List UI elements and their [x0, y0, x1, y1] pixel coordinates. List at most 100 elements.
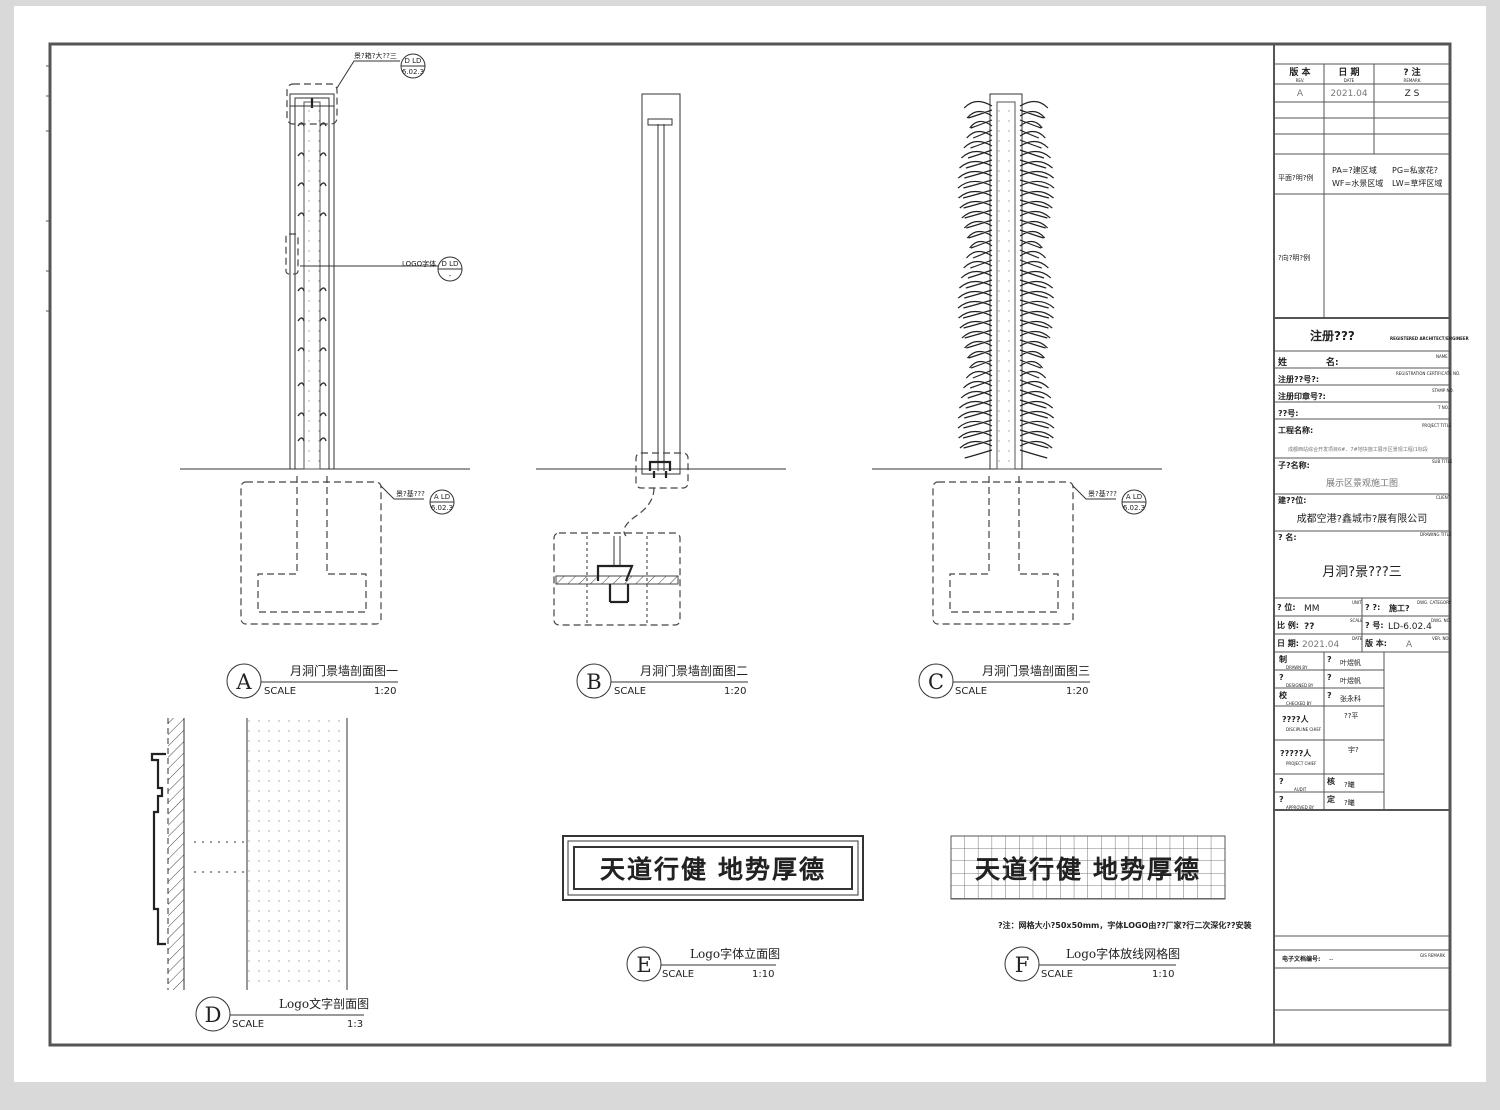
svg-text:日 期:: 日 期:	[1277, 638, 1299, 648]
svg-text:? 号:: ? 号:	[1365, 621, 1384, 630]
svg-text:景?基???: 景?基???	[396, 489, 425, 498]
logo-grid: 天道行健 地势厚德 ?注：网格大小?50x50mm，字体LOGO由??厂家?行二…	[950, 835, 1252, 930]
svg-text:GIS REMARK: GIS REMARK	[1420, 953, 1445, 958]
sheet-border	[48, 42, 1452, 1047]
svg-text:电子文档编号:: 电子文档编号:	[1282, 955, 1320, 963]
svg-text:日 期: 日 期	[1338, 66, 1359, 78]
svg-text:1:3: 1:3	[347, 1019, 363, 1030]
svg-text:月洞门景墙剖面图三: 月洞门景墙剖面图三	[982, 663, 1090, 678]
svg-text:AUDIT: AUDIT	[1294, 787, 1307, 792]
logo-elevation: 天道行健 地势厚德	[562, 835, 864, 901]
svg-text:LOGO字体: LOGO字体	[402, 259, 436, 268]
svg-text:?: ?	[1327, 655, 1332, 664]
cad-drawing: 景?箱?大??三 D LD 6.02.3 LOGO字体 D LD - 景?基??…	[46, 42, 1469, 1047]
svg-text:定: 定	[1326, 794, 1335, 804]
svg-text:1:20: 1:20	[374, 686, 396, 697]
title-block-text: 版 本 REV. 日 期 DATE ? 注 REMARK A 2021.04 Z…	[1277, 66, 1469, 963]
svg-text:CHECKED BY: CHECKED BY	[1286, 701, 1312, 706]
svg-text:SCALE: SCALE	[232, 1019, 264, 1030]
svg-text:REGISTRATION CERTIFICATE NO.: REGISTRATION CERTIFICATE NO.	[1396, 371, 1460, 376]
svg-text:A LD: A LD	[434, 493, 450, 501]
svg-text:6.02.3: 6.02.3	[1123, 504, 1145, 512]
svg-text:APPROVED BY: APPROVED BY	[1286, 805, 1315, 810]
svg-text:--: --	[1329, 956, 1333, 963]
svg-text:Z S: Z S	[1405, 89, 1420, 99]
svg-text:PROJECT TITLE: PROJECT TITLE	[1422, 423, 1452, 428]
svg-text:SCALE: SCALE	[955, 686, 987, 697]
section-label-c: C 月洞门景墙剖面图三 SCALE 1:20	[918, 663, 1090, 699]
svg-text:????人: ????人	[1282, 714, 1310, 724]
svg-text:叶煜帆: 叶煜帆	[1340, 658, 1361, 667]
svg-text:校: 校	[1279, 690, 1288, 700]
svg-text:DATE: DATE	[1344, 78, 1355, 83]
svg-text:NAME: NAME	[1436, 354, 1448, 359]
svg-text:Logo字体放线网格图: Logo字体放线网格图	[1066, 946, 1180, 961]
drawing-sheet: 景?箱?大??三 D LD 6.02.3 LOGO字体 D LD - 景?基??…	[14, 6, 1486, 1082]
svg-text:SCALE: SCALE	[1350, 618, 1363, 623]
svg-text:MM: MM	[1304, 604, 1320, 614]
svg-text:2021.04: 2021.04	[1302, 640, 1339, 650]
svg-text:VER. NO.: VER. NO.	[1432, 636, 1450, 641]
svg-text:1:10: 1:10	[1152, 969, 1174, 980]
svg-text:2021.04: 2021.04	[1330, 89, 1367, 99]
svg-text:SCALE: SCALE	[662, 969, 694, 980]
svg-text:SCALE: SCALE	[614, 686, 646, 697]
svg-text:平面?明?例: 平面?明?例	[1278, 173, 1313, 182]
svg-text:STAMP NO.: STAMP NO.	[1432, 388, 1454, 393]
svg-text:? 位:: ? 位:	[1277, 602, 1296, 612]
svg-text:REMARK: REMARK	[1404, 78, 1421, 83]
section-c-drawing	[872, 93, 1162, 625]
svg-text:REV.: REV.	[1296, 78, 1305, 83]
callout-foundation-c: 景?基??? A LD 6.02.3	[1088, 489, 1147, 515]
svg-text:施工?: 施工?	[1389, 603, 1410, 613]
svg-text:景?基???: 景?基???	[1088, 489, 1117, 498]
svg-text:月洞门景墙剖面图一: 月洞门景墙剖面图一	[290, 663, 398, 678]
svg-text:T NO.: T NO.	[1437, 405, 1449, 410]
svg-text:姓: 姓	[1277, 356, 1287, 368]
section-label-b: B 月洞门景墙剖面图二 SCALE 1:20	[576, 663, 748, 699]
svg-text:A: A	[1406, 640, 1413, 650]
svg-text:1:20: 1:20	[724, 686, 746, 697]
svg-text:1:10: 1:10	[752, 969, 774, 980]
svg-text:CLIENT: CLIENT	[1436, 495, 1451, 500]
svg-text:?: ?	[1279, 777, 1284, 786]
logo-text-grid: 天道行健 地势厚德	[975, 855, 1201, 884]
svg-text:成都空港?鑫城市?展有限公司: 成都空港?鑫城市?展有限公司	[1297, 512, 1428, 525]
svg-text:SCALE: SCALE	[264, 686, 296, 697]
svg-text:Logo文字剖面图: Logo文字剖面图	[279, 996, 369, 1011]
svg-text:6.02.3: 6.02.3	[431, 504, 453, 512]
svg-text:注册???: 注册???	[1310, 328, 1355, 343]
svg-text:DRAWING TITLE: DRAWING TITLE	[1420, 532, 1452, 537]
svg-text:DRAWN BY: DRAWN BY	[1286, 665, 1308, 670]
svg-text:-: -	[449, 272, 452, 280]
svg-text:版 本: 版 本	[1288, 66, 1311, 78]
section-label-e: E Logo字体立面图 SCALE 1:10	[626, 946, 780, 982]
svg-text:? ?:: ? ?:	[1365, 603, 1380, 612]
svg-text:月洞门景墙剖面图二: 月洞门景墙剖面图二	[640, 663, 748, 678]
svg-text:建??位:: 建??位:	[1277, 495, 1306, 505]
callout-foundation-a: 景?基??? A LD 6.02.3	[396, 489, 455, 515]
section-b-drawing	[536, 93, 786, 626]
svg-text:PG=私家花?: PG=私家花?	[1392, 165, 1438, 175]
svg-text:叶煜帆: 叶煜帆	[1340, 676, 1361, 685]
title-block	[1274, 63, 1450, 1011]
svg-text:?向?明?例: ?向?明?例	[1278, 253, 1310, 262]
svg-text:LD-6.02.4: LD-6.02.4	[1388, 622, 1432, 632]
svg-text:宇?: 宇?	[1348, 745, 1359, 754]
svg-text:D LD: D LD	[405, 57, 422, 65]
svg-text:E: E	[636, 953, 651, 977]
svg-text:注册??号?:: 注册??号?:	[1278, 374, 1319, 384]
svg-text:A: A	[235, 670, 252, 694]
callout-top-box: 景?箱?大??三 D LD 6.02.3	[354, 51, 426, 79]
svg-text:DISCIPLINE CHIEF: DISCIPLINE CHIEF	[1286, 727, 1322, 732]
grid-note: ?注：网格大小?50x50mm，字体LOGO由??厂家?行二次深化??安装	[998, 920, 1252, 930]
svg-text:A LD: A LD	[1126, 493, 1142, 501]
svg-text:B: B	[586, 670, 601, 694]
svg-text:?曦: ?曦	[1344, 798, 1355, 807]
svg-text:? 注: ? 注	[1403, 66, 1420, 78]
svg-text:名:: 名:	[1326, 356, 1339, 368]
svg-text:注册印章号?:: 注册印章号?:	[1278, 391, 1326, 401]
svg-text:DESIGNED BY: DESIGNED BY	[1286, 683, 1314, 688]
svg-text:??平: ??平	[1344, 712, 1358, 720]
section-label-a: A 月洞门景墙剖面图一 SCALE 1:20	[226, 663, 398, 699]
